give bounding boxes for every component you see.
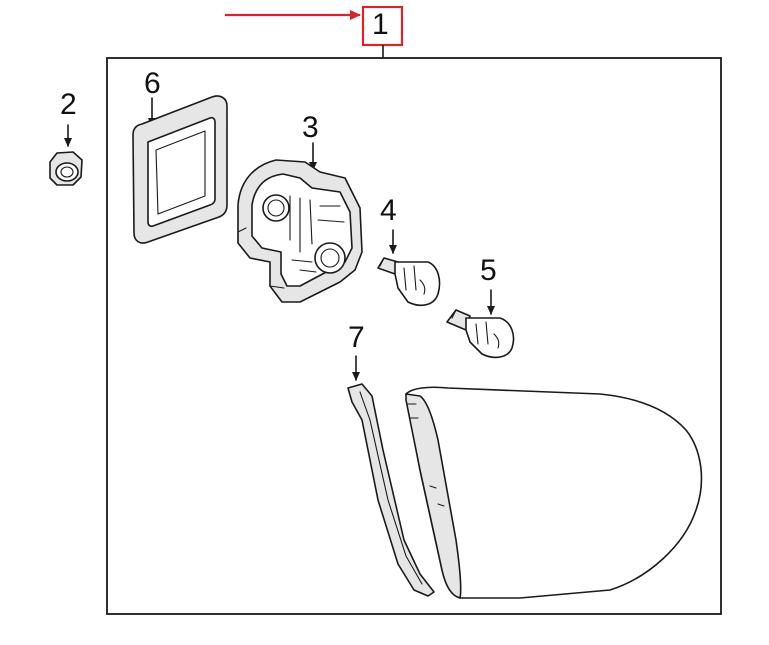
gasket-part: [132, 95, 228, 244]
callout-3: 3: [302, 111, 319, 144]
nut-part: [49, 124, 83, 186]
lens-part: [405, 386, 703, 599]
callout-2: 2: [60, 88, 77, 121]
large-bulb-part: [377, 229, 441, 307]
callout-5: 5: [480, 254, 497, 287]
seal-strip-part: [347, 355, 435, 597]
callout-7: 7: [348, 321, 365, 354]
callout-1: 1: [372, 8, 389, 41]
callout-6: 6: [144, 67, 161, 100]
callout-4: 4: [380, 194, 397, 227]
socket-part: [237, 142, 363, 303]
assembly-frame: [106, 57, 722, 615]
small-bulb-part: [446, 289, 515, 359]
